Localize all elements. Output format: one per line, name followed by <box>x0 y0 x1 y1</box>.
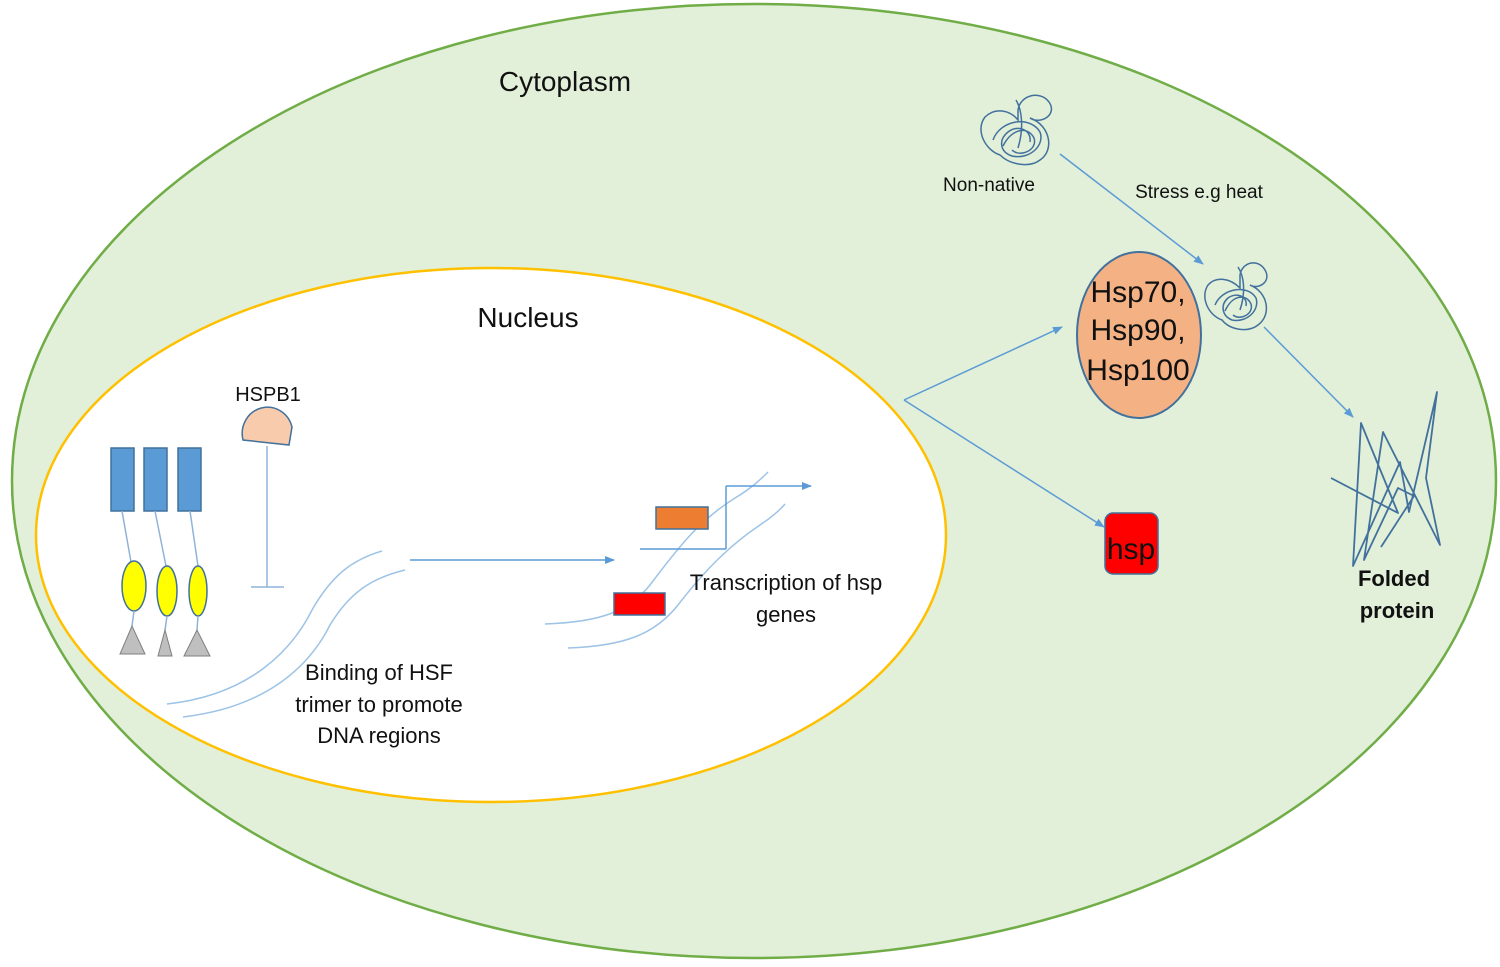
svg-text:protein: protein <box>1360 598 1435 623</box>
arrow-to-hsp <box>903 399 1105 528</box>
non-native-label: Non-native <box>943 175 1035 196</box>
svg-text:Transcription of hsp: Transcription of hsp <box>690 570 882 595</box>
stress-arrow <box>1059 153 1204 265</box>
svg-text:DNA regions: DNA regions <box>317 723 441 748</box>
binding-text: Binding of HSF trimer to promote DNA reg… <box>295 660 463 748</box>
cytoplasm-label: Cytoplasm <box>499 66 631 97</box>
svg-text:Hsp90,: Hsp90, <box>1090 314 1185 347</box>
svg-text:genes: genes <box>756 602 816 627</box>
svg-text:trimer to promote: trimer to promote <box>295 692 463 717</box>
svg-text:Hsp70,: Hsp70, <box>1090 276 1185 309</box>
hsp-gene-orange <box>655 506 709 530</box>
bound-protein <box>1204 262 1268 331</box>
dna-binding-region <box>166 550 406 718</box>
svg-text:hsp: hsp <box>1107 533 1155 566</box>
chaperone-complex: Hsp70, Hsp90, Hsp100 <box>1076 251 1202 419</box>
folding-arrow <box>1263 326 1354 418</box>
folded-protein <box>1330 391 1441 567</box>
nucleus-label: Nucleus <box>477 302 578 333</box>
hsf-monomer <box>143 447 178 657</box>
svg-text:Hsp100: Hsp100 <box>1086 354 1189 387</box>
transcription-region <box>544 471 812 649</box>
nucleus-ellipse <box>34 266 948 804</box>
hsp-gene-red <box>613 592 666 616</box>
non-native-protein <box>980 94 1052 166</box>
transcription-text: Transcription of hsp genes <box>690 570 882 627</box>
hsf-monomer <box>177 447 211 657</box>
folded-protein-label: Folded protein <box>1358 566 1434 623</box>
svg-text:Binding of HSF: Binding of HSF <box>305 660 453 685</box>
stress-label: Stress e.g heat <box>1135 182 1264 203</box>
svg-text:Folded: Folded <box>1358 566 1430 591</box>
hsp-protein: hsp <box>1104 512 1159 575</box>
arrow-to-chaperones <box>903 326 1063 401</box>
hspb1-inhibitor: HSPB1 <box>235 384 301 588</box>
hsf-trimer <box>110 447 211 657</box>
hspb1-shape <box>241 406 293 446</box>
hspb1-label: HSPB1 <box>235 384 301 406</box>
hsf-monomer <box>110 447 147 655</box>
